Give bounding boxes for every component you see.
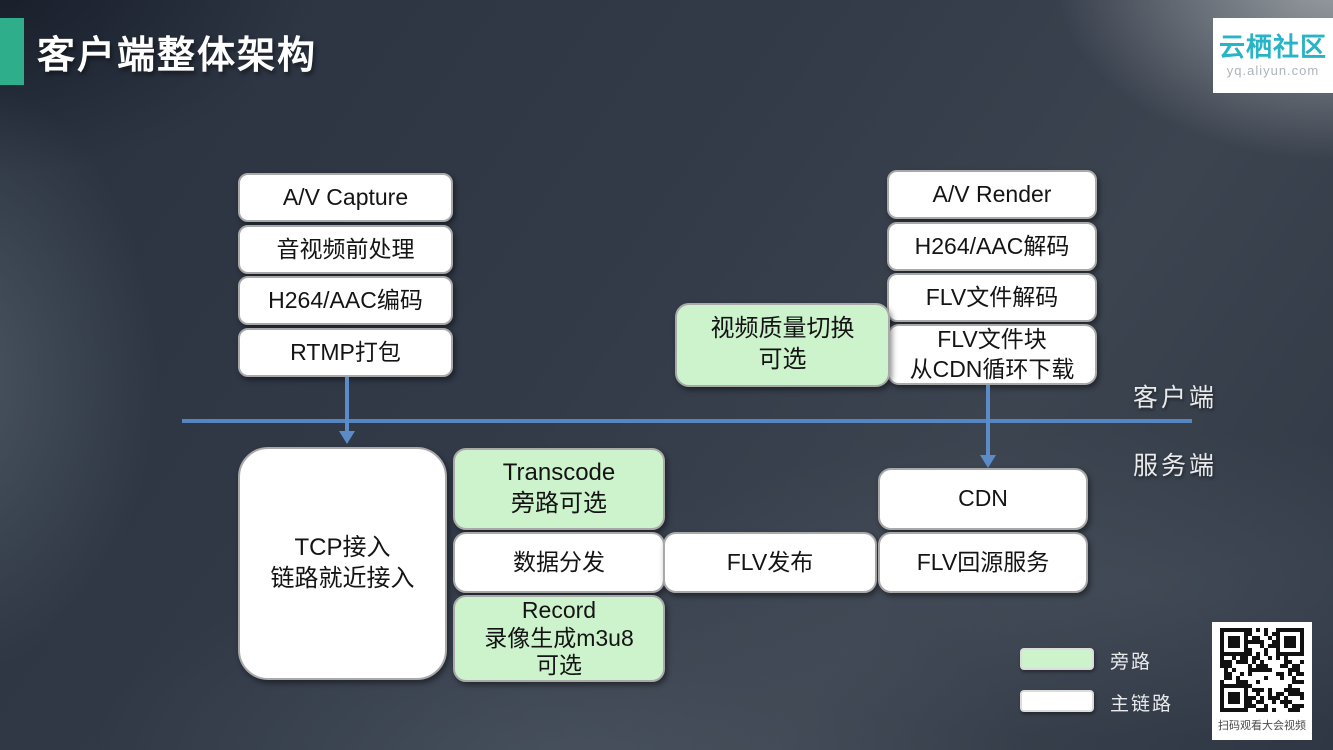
- box-data-distribute: 数据分发: [453, 532, 665, 593]
- arrow-flv-to-cdn-shaft: [986, 385, 990, 455]
- box-av-render: A/V Render: [887, 170, 1097, 219]
- arrow-rtmp-to-tcp-shaft: [345, 377, 349, 431]
- box-h264-aac-decode: H264/AAC解码: [887, 222, 1097, 271]
- logo-name: 云栖社区: [1218, 31, 1327, 62]
- box-flv-origin: FLV回源服务: [878, 532, 1088, 593]
- box-tcp-access: TCP接入 链路就近接入: [238, 447, 447, 680]
- box-flv-chunk: FLV文件块 从CDN循环下载: [887, 324, 1097, 385]
- box-av-preprocess: 音视频前处理: [238, 225, 453, 274]
- box-flv-publish: FLV发布: [663, 532, 877, 593]
- arrow-flv-to-cdn-head: [980, 455, 996, 468]
- client-label: 客户端: [1133, 385, 1218, 412]
- box-quality-switch: 视频质量切换 可选: [675, 303, 890, 387]
- title-accent-bar: [0, 18, 24, 85]
- box-h264-aac-encode: H264/AAC编码: [238, 276, 453, 325]
- box-rtmp-pack: RTMP打包: [238, 328, 453, 377]
- client-server-divider: [182, 419, 1192, 423]
- arrow-rtmp-to-tcp-head: [339, 431, 355, 444]
- legend-bypass-swatch: [1020, 648, 1094, 670]
- box-cdn: CDN: [878, 468, 1088, 530]
- qr-code: [1220, 628, 1304, 712]
- box-flv-decode: FLV文件解码: [887, 273, 1097, 322]
- box-record: Record 录像生成m3u8 可选: [453, 595, 665, 682]
- box-transcode: Transcode 旁路可选: [453, 448, 665, 530]
- page-title: 客户端整体架构: [37, 35, 318, 77]
- legend-main-label: 主链路: [1110, 694, 1174, 715]
- box-av-capture: A/V Capture: [238, 173, 453, 222]
- qr-panel: 扫码观看大会视频: [1212, 622, 1312, 740]
- legend-main-swatch: [1020, 690, 1094, 712]
- server-label: 服务端: [1133, 453, 1218, 480]
- qr-caption: 扫码观看大会视频: [1218, 720, 1306, 732]
- logo-url: yq.aliyun.com: [1226, 63, 1320, 79]
- legend-bypass-label: 旁路: [1110, 652, 1153, 673]
- yunqi-logo: 云栖社区 yq.aliyun.com: [1213, 18, 1333, 93]
